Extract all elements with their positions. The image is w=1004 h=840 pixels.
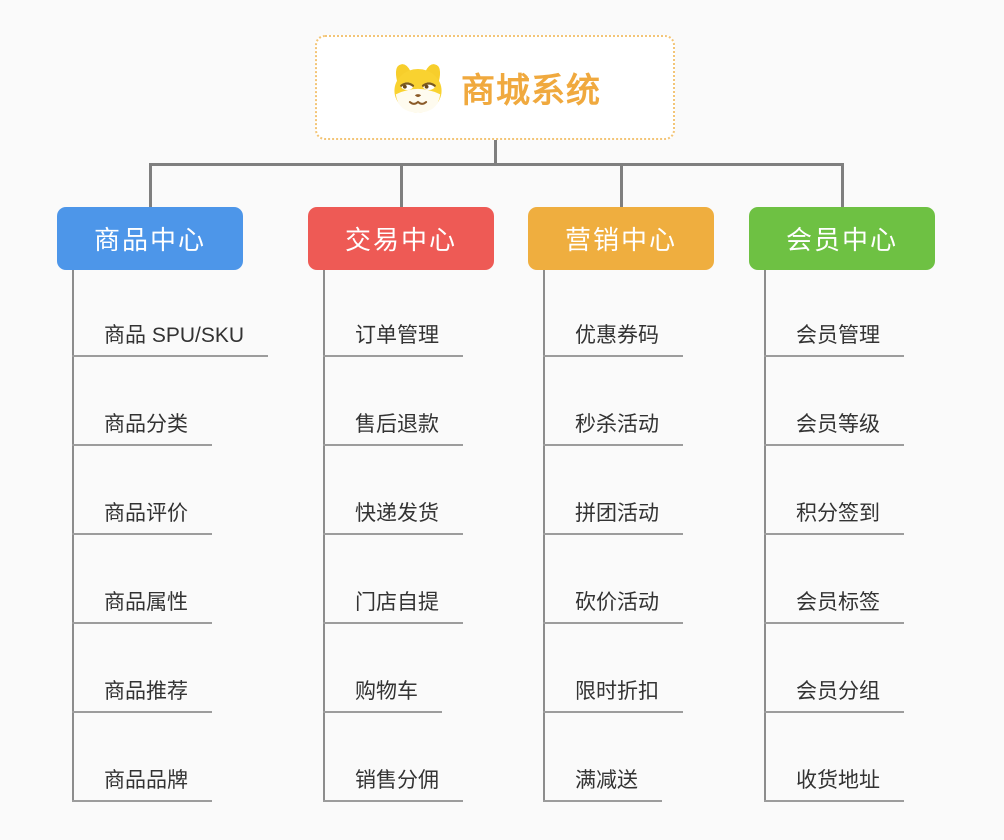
- leaf-item[interactable]: 拼团活动: [543, 489, 683, 535]
- branch-header-1[interactable]: 商品中心: [57, 207, 243, 270]
- leaf-item[interactable]: 砍价活动: [543, 578, 683, 624]
- leaf-item[interactable]: 商品品牌: [72, 756, 212, 802]
- branch-header-2[interactable]: 交易中心: [308, 207, 494, 270]
- leaf-item[interactable]: 限时折扣: [543, 667, 683, 713]
- leaf-item[interactable]: 快递发货: [323, 489, 463, 535]
- branch-drop-line: [399, 163, 403, 207]
- leaf-item[interactable]: 满减送: [543, 756, 662, 802]
- leaf-item[interactable]: 秒杀活动: [543, 400, 683, 446]
- leaf-item[interactable]: 商品属性: [72, 578, 212, 624]
- leaf-item[interactable]: 购物车: [323, 667, 442, 713]
- leaf-item[interactable]: 会员等级: [764, 400, 904, 446]
- branch-header-3[interactable]: 营销中心: [528, 207, 714, 270]
- leaf-item[interactable]: 商品推荐: [72, 667, 212, 713]
- branch-trunk-line: [764, 270, 766, 802]
- branch-trunk-line: [323, 270, 325, 802]
- harness-bar-line: [148, 163, 844, 166]
- leaf-item[interactable]: 会员管理: [764, 311, 904, 357]
- leaf-item[interactable]: 门店自提: [323, 578, 463, 624]
- leaf-item[interactable]: 售后退款: [323, 400, 463, 446]
- leaf-item[interactable]: 商品分类: [72, 400, 212, 446]
- leaf-item[interactable]: 订单管理: [323, 311, 463, 357]
- leaf-item[interactable]: 会员标签: [764, 578, 904, 624]
- root-title: 商城系统: [461, 72, 601, 110]
- branch-drop-line: [840, 163, 844, 207]
- root-node[interactable]: 商城系统: [315, 35, 675, 140]
- leaf-item[interactable]: 销售分佣: [323, 756, 463, 802]
- leaf-item[interactable]: 优惠券码: [543, 311, 683, 357]
- branch-trunk-line: [543, 270, 545, 802]
- leaf-item[interactable]: 收货地址: [764, 756, 904, 802]
- branch-header-4[interactable]: 会员中心: [749, 207, 935, 270]
- leaf-item[interactable]: 会员分组: [764, 667, 904, 713]
- root-drop-line: [493, 140, 497, 166]
- branch-trunk-line: [72, 270, 74, 802]
- leaf-item[interactable]: 商品 SPU/SKU: [72, 311, 269, 357]
- branch-drop-line: [148, 163, 152, 207]
- leaf-item[interactable]: 商品评价: [72, 489, 212, 535]
- dog-face-icon: [394, 63, 442, 112]
- leaf-item[interactable]: 积分签到: [764, 489, 904, 535]
- branch-drop-line: [619, 163, 623, 207]
